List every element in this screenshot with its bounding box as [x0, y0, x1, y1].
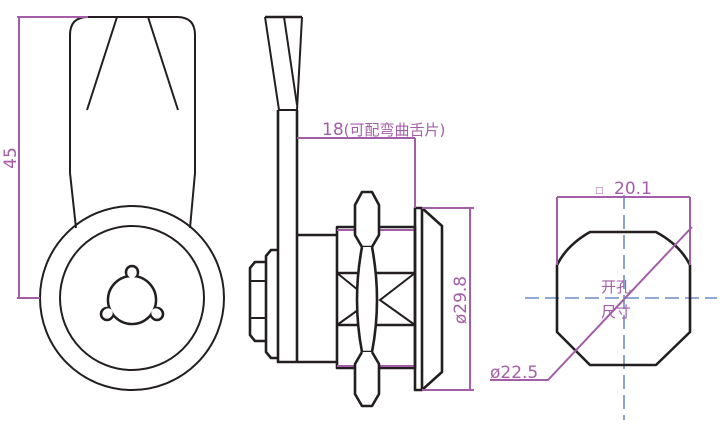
hex-nut — [248, 248, 278, 360]
handle-outline — [69, 16, 196, 229]
cutout-outline — [555, 230, 692, 367]
key-hole-icon — [99, 264, 165, 326]
flange — [413, 206, 444, 392]
front-view: 45 — [1, 16, 225, 391]
cutout-view: □ 20.1 ø22.5 开孔 尺寸 — [490, 179, 717, 420]
dim-height: 45 — [1, 147, 21, 169]
mounting-nut — [353, 190, 381, 408]
dim-tongue: 18(可配弯曲舌片) — [322, 120, 445, 140]
cutout-label-2: 尺寸 — [601, 303, 631, 321]
dim-cutout-width: 20.1 — [614, 179, 652, 199]
inner-ring — [59, 225, 205, 371]
side-view: 18(可配弯曲舌片) ø29.8 — [248, 15, 474, 408]
handle-line — [86, 16, 118, 111]
handle-line — [147, 16, 179, 111]
dim-flange-diameter: ø29.8 — [451, 276, 471, 324]
square-symbol: □ — [595, 186, 604, 196]
cutout-label-1: 开孔 — [601, 278, 631, 296]
dim-cutout-diameter: ø22.5 — [490, 363, 538, 383]
dim-line-diameter — [490, 226, 693, 381]
